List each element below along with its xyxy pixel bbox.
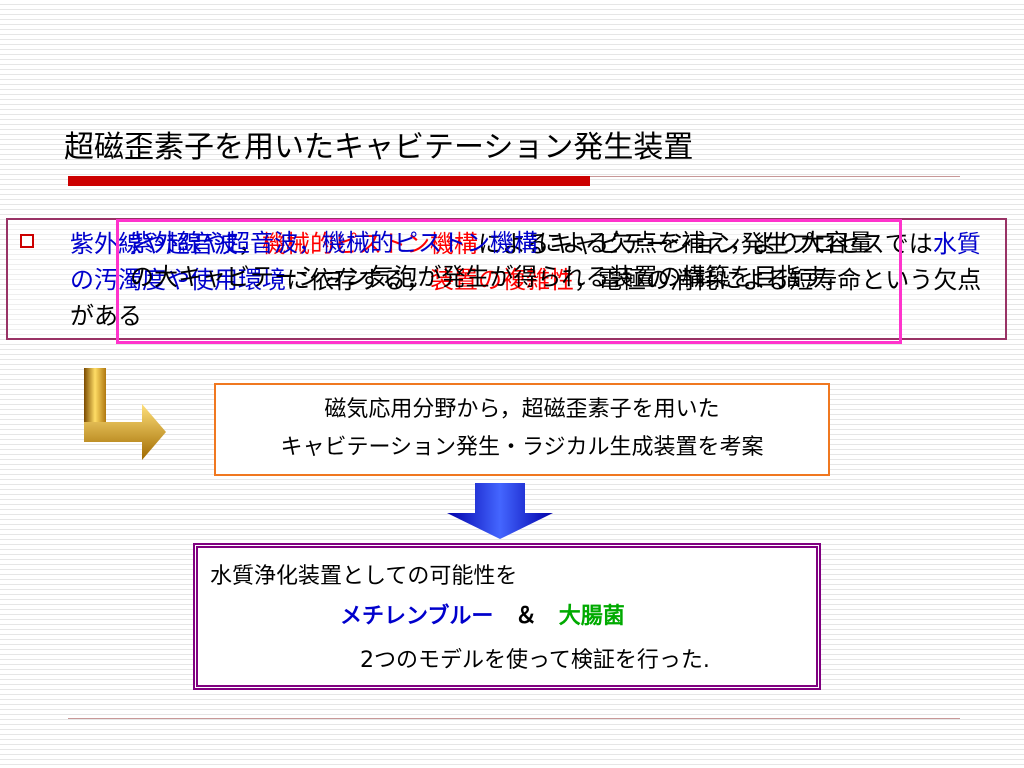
problem-text-red-2: 装置の複雑性 xyxy=(430,266,574,294)
problem-text-red: 機械的ピストン機構 xyxy=(262,230,478,258)
problem-text-3: ，電極の消耗による短寿命という欠点がある xyxy=(70,266,982,330)
down-arrow-icon xyxy=(447,483,553,539)
ampersand: ＆ xyxy=(515,604,538,629)
slide-title: 超磁歪素子を用いたキャビテーション発生装置 xyxy=(64,130,694,165)
proposal-line-2: キャビテーション発生・ラジカル生成装置を考案 xyxy=(280,435,764,460)
title-accent-bar xyxy=(68,176,590,186)
problem-text: によるキャビテーション発生プロセスでは xyxy=(478,230,933,258)
verification-line-1: 水質浄化装置としての可能性を xyxy=(210,564,518,589)
verification-line-3: 2つのモデルを使って検証を行った. xyxy=(360,648,710,673)
footer-divider xyxy=(68,718,960,719)
model-methylene-blue: メチレンブルー xyxy=(340,604,494,629)
verification-box: 水質浄化装置としての可能性を メチレンブルー ＆ 大腸菌 2つのモデルを使って検… xyxy=(193,543,821,690)
model-e-coli: 大腸菌 xyxy=(558,604,625,629)
problem-paragraph: 紫外線や超音波，機械的ピストン機構によるキャビテーション発生プロセスでは水質の汚… xyxy=(70,226,1000,334)
goal-paragraph: 紫外線や超音波，機械的ピストン機構による欠点を補え，より大容量の大キャビテーショ… xyxy=(130,226,890,294)
hollow-square-bullet-icon xyxy=(20,234,34,248)
l-shaped-arrow-icon xyxy=(84,368,166,460)
problem-text-comma: ， xyxy=(238,230,262,258)
proposal-line-1: 磁気応用分野から，超磁歪素子を用いた xyxy=(324,397,720,422)
goal-box xyxy=(116,219,902,344)
problem-text-2: に依存する， xyxy=(286,266,430,294)
verification-models: メチレンブルー ＆ 大腸菌 xyxy=(340,598,625,630)
problem-text-blue-2: 水質の汚濁度や使用環境 xyxy=(70,230,981,294)
problem-box xyxy=(6,218,1007,340)
proposal-box: 磁気応用分野から，超磁歪素子を用いた キャビテーション発生・ラジカル生成装置を考… xyxy=(214,383,830,476)
goal-text: による欠点を補え，より大容量の大キャビテーション気泡が発生が得られる装置の構築を… xyxy=(130,229,873,291)
goal-text-blue: 紫外線や超音波，機械的ピストン機構 xyxy=(130,229,538,257)
problem-text-blue: 紫外線や超音波 xyxy=(70,230,238,258)
